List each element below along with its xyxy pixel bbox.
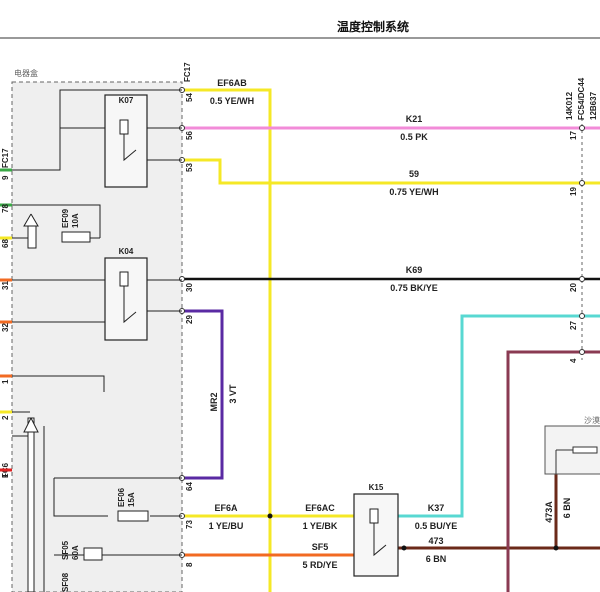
pin-number: 9 xyxy=(1,175,10,180)
fuse-ef09-rating: 10A xyxy=(71,213,80,228)
pin-number: 8 xyxy=(185,562,194,567)
wire-label: SF5 xyxy=(312,542,329,552)
wire-label: EF6AC xyxy=(305,503,335,513)
pin-number: 78 xyxy=(1,204,10,213)
relay-switch xyxy=(123,286,137,324)
fuse-box-outline xyxy=(11,81,183,592)
relay-k04-label: K04 xyxy=(119,247,134,256)
pin-number: 1 xyxy=(1,473,10,478)
wire-spec: 1 YE/BK xyxy=(303,521,338,531)
relay-coil xyxy=(119,119,129,135)
right-box-label: 沙漠 xyxy=(584,415,600,425)
fuse-ef06 xyxy=(117,510,149,522)
wire-spec: 3 VT xyxy=(228,384,238,404)
arrow-up-icon xyxy=(23,213,39,227)
wire-maroon xyxy=(506,350,600,592)
wire-label: 473A xyxy=(544,501,554,523)
pin-number: 1 xyxy=(1,379,10,384)
relay-coil xyxy=(119,271,129,287)
wire-label: 59 xyxy=(409,169,419,179)
wire-label: K69 xyxy=(406,265,423,275)
junction-dot xyxy=(267,513,273,519)
wire-spec: 0.5 YE/WH xyxy=(210,96,254,106)
relay-k07 xyxy=(104,94,148,188)
relay-k15-label: K15 xyxy=(369,483,384,492)
wire-spec: 1 YE/BU xyxy=(209,521,244,531)
wire-label: EF6AB xyxy=(217,78,247,88)
wire-spec: 6 BN xyxy=(562,498,572,519)
fuse-box-code: FC17 xyxy=(183,62,192,82)
fuse-ef06-id: EF06 xyxy=(117,487,126,507)
connector-code: FC54/DC44 xyxy=(577,77,586,120)
junction-dot xyxy=(401,545,407,551)
pin-number: 17 xyxy=(569,131,578,140)
fuse-sf05-id: SF05 xyxy=(61,540,70,560)
internal-wiring xyxy=(12,89,182,556)
fuse-sf08-id: SF08 xyxy=(61,572,70,592)
busbar xyxy=(27,417,35,592)
wire-label: MR2 xyxy=(209,392,219,411)
pin-number: 64 xyxy=(185,482,194,491)
wire-spec: 0.75 BK/YE xyxy=(390,283,438,293)
connector-pin xyxy=(579,125,585,131)
fuse-ef06-rating: 15A xyxy=(127,492,136,507)
connector-pin xyxy=(579,349,585,355)
fuse-box-code-side: FC17 xyxy=(1,148,10,168)
wire-spec: 6 BN xyxy=(426,554,447,564)
resistor-symbol xyxy=(572,446,598,454)
pin-number: 54 xyxy=(185,93,194,102)
fuse-box-label: 电器盒 xyxy=(14,68,38,78)
arrow-up-icon xyxy=(23,417,39,433)
wire-mr2 xyxy=(182,309,224,480)
relay-k04 xyxy=(104,257,148,341)
connector-pin xyxy=(579,276,585,282)
fuse-ef09 xyxy=(61,231,91,243)
relay-switch xyxy=(373,523,387,557)
wire-spec: 0.5 PK xyxy=(400,132,428,142)
fuse-sf05-rating: 60A xyxy=(71,545,80,560)
pin-number: 29 xyxy=(185,315,194,324)
pin-number: 32 xyxy=(1,323,10,332)
pin-number: 73 xyxy=(185,520,194,529)
left-edge-stubs xyxy=(0,168,12,472)
connector-code: 12B637 xyxy=(589,91,598,120)
fuse-sf05 xyxy=(83,547,103,561)
wire-spec: 0.75 YE/WH xyxy=(389,187,438,197)
wire-label: K21 xyxy=(406,114,423,124)
pin-number: 4 xyxy=(569,358,578,363)
wire-label: EF6A xyxy=(214,503,238,513)
wire-k37 xyxy=(398,314,600,518)
relay-k07-label: K07 xyxy=(119,96,134,105)
relay-coil xyxy=(369,508,379,524)
pin-number: 56 xyxy=(185,131,194,140)
wire-label: K37 xyxy=(428,503,445,513)
pin-number: 27 xyxy=(569,321,578,330)
relay-switch xyxy=(123,134,137,162)
pin-number: 30 xyxy=(185,283,194,292)
relay-k15 xyxy=(353,493,399,577)
connector-pin xyxy=(579,313,585,319)
junction-dot xyxy=(553,545,559,551)
wire-59 xyxy=(182,158,600,185)
connector-code: 14K012 xyxy=(565,91,574,120)
wire-label: 473 xyxy=(428,536,443,546)
terminal-symbol xyxy=(27,225,37,249)
pin-number: 20 xyxy=(569,283,578,292)
pin-number: 53 xyxy=(185,163,194,172)
page-title: 温度控制系统 xyxy=(337,19,409,34)
pin-number: 31 xyxy=(1,281,10,290)
wire-ef6ab xyxy=(182,88,272,592)
wire-spec: 0.5 BU/YE xyxy=(415,521,458,531)
pin-number: 19 xyxy=(569,187,578,196)
pin-number: 68 xyxy=(1,239,10,248)
connector-pin xyxy=(579,180,585,186)
pin-number: 2 xyxy=(1,415,10,420)
wire-spec: 5 RD/YE xyxy=(302,560,337,570)
fuse-ef09-id: EF09 xyxy=(61,208,70,228)
